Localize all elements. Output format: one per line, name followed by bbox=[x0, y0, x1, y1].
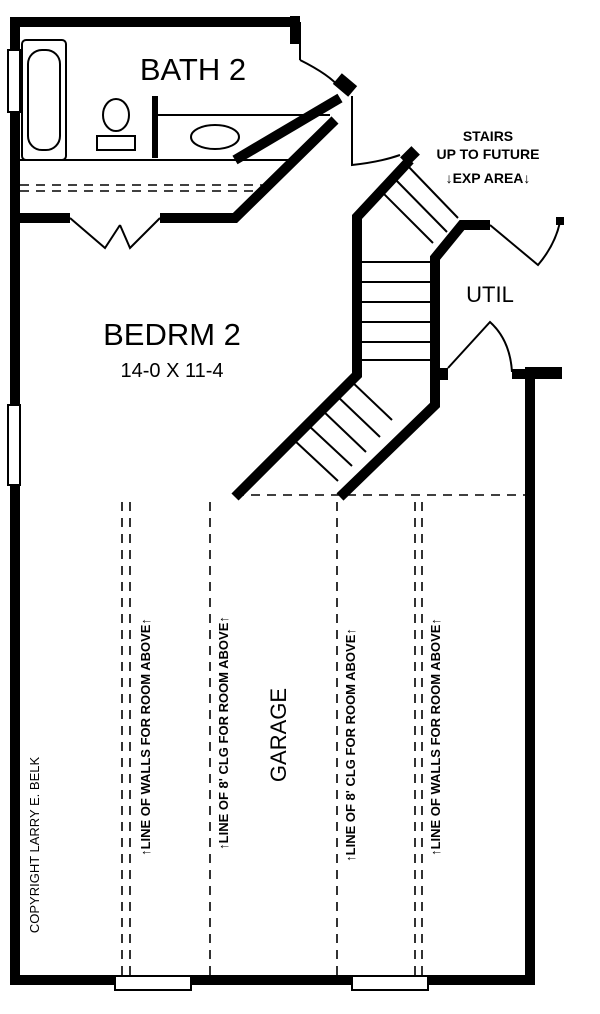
copyright-text: COPYRIGHT LARRY E. BELK bbox=[27, 757, 42, 934]
stairs-note-1: STAIRS bbox=[463, 128, 513, 144]
garage-door-right bbox=[351, 975, 429, 991]
room-label-bedroom: BEDRM 2 bbox=[103, 317, 241, 352]
stairs-note-3: ↓EXP AREA↓ bbox=[446, 170, 531, 186]
garage-note-4: ↑LINE OF WALLS FOR ROOM ABOVE↑ bbox=[428, 618, 443, 856]
window-bedroom bbox=[7, 404, 21, 486]
room-label-bath: BATH 2 bbox=[140, 52, 246, 87]
room-label-garage: GARAGE bbox=[266, 688, 291, 782]
bath-fixtures bbox=[20, 22, 341, 161]
garage-note-1: ↑LINE OF WALLS FOR ROOM ABOVE↑ bbox=[138, 618, 153, 856]
room-label-util: UTIL bbox=[466, 282, 514, 307]
garage-note-2: ↑LINE OF 8' CLG FOR ROOM ABOVE↑ bbox=[216, 616, 231, 850]
window-bath bbox=[7, 49, 21, 113]
stairs bbox=[231, 146, 490, 501]
utility-room bbox=[436, 217, 564, 422]
garage-note-3: ↑LINE OF 8' CLG FOR ROOM ABOVE↑ bbox=[343, 628, 358, 862]
closet bbox=[20, 73, 401, 250]
stairs-note-2: UP TO FUTURE bbox=[437, 146, 540, 162]
garage-door-left bbox=[114, 975, 192, 991]
garage-dashed-lines bbox=[121, 494, 525, 975]
room-size-bedroom: 14-0 X 11-4 bbox=[120, 360, 223, 382]
